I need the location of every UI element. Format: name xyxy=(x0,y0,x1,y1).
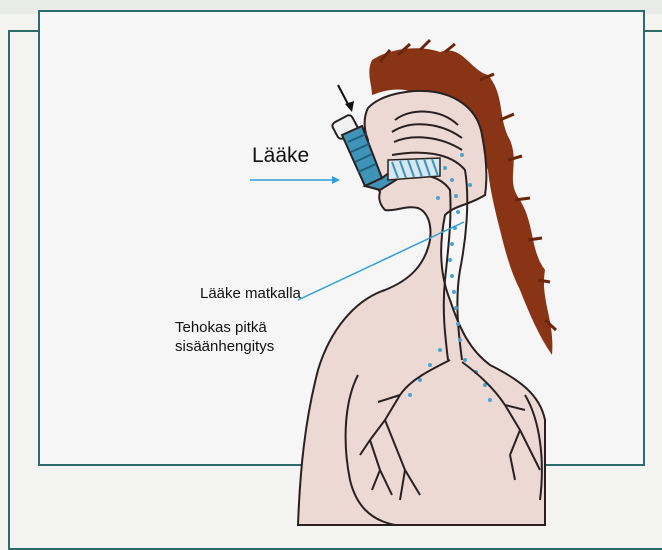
medicine-travelling-label: Lääke matkalla xyxy=(200,285,301,302)
breath-label-line1: Tehokas pitkä xyxy=(175,318,274,337)
breath-label: Tehokas pitkä sisäänhengitys xyxy=(175,318,274,356)
medicine-label: Lääke xyxy=(252,144,309,168)
breath-label-line2: sisäänhengitys xyxy=(175,337,274,356)
airway-illustration xyxy=(0,0,662,538)
medicine-pointer-arrow xyxy=(250,176,340,184)
down-right-arrow-icon xyxy=(338,85,354,112)
